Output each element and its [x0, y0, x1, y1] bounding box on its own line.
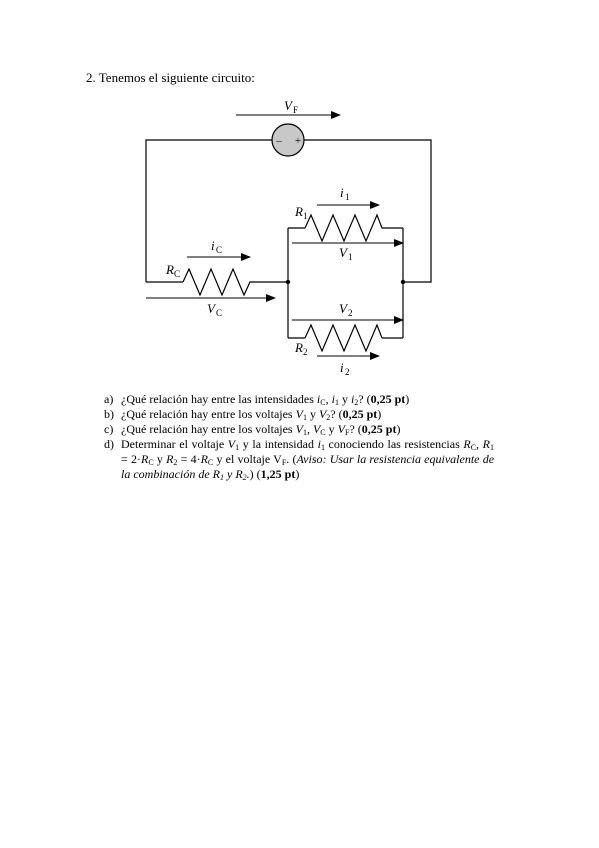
voltage-source — [271, 123, 305, 157]
vc-label: V — [207, 301, 217, 316]
resistor-rc — [182, 267, 253, 297]
v1-label-sub: 1 — [348, 252, 353, 262]
r2-label-sub: 2 — [303, 347, 308, 357]
ic-label-sub: C — [216, 245, 222, 255]
source-plus-sign: + — [295, 135, 301, 147]
source-minus-sign: – — [275, 135, 282, 147]
circuit-diagram: – + V F R 1 i 1 V 1 R C i C V C V 2 R 2 … — [145, 98, 432, 377]
question-a-letter: a) — [104, 392, 114, 406]
question-a-points: 0,25 pt — [370, 392, 406, 406]
question-b-letter: b) — [104, 407, 114, 421]
exercise-heading: 2. Tenemos el siguiente circuito: — [86, 70, 255, 85]
r1-label-sub: 1 — [303, 211, 308, 221]
rc-label: R — [165, 262, 174, 277]
wire-outer-left — [145, 139, 272, 282]
r2-label: R — [294, 340, 303, 355]
question-c: c) ¿Qué relación hay entre los voltajes … — [104, 422, 494, 437]
question-c-points: 0,25 pt — [361, 422, 397, 436]
question-c-text: ¿Qué relación hay entre los voltajes V1,… — [121, 422, 401, 437]
question-b-points: 0,25 pt — [342, 407, 378, 421]
question-d-text: Determinar el voltaje V1 y la intensidad… — [121, 437, 495, 482]
vf-label-sub: F — [293, 105, 298, 115]
question-d-letter: d) — [104, 437, 114, 451]
i2-label-sub: 2 — [345, 367, 350, 377]
question-b: b) ¿Qué relación hay entre los voltajes … — [104, 407, 494, 422]
i2-label: i — [340, 360, 344, 375]
v2-label: V — [339, 301, 349, 316]
vc-label-sub: C — [216, 308, 222, 318]
i1-label: i — [340, 185, 344, 200]
question-d-aviso: Aviso: Usar la resistencia equivalente d… — [121, 452, 495, 482]
question-b-text: ¿Qué relación hay entre los voltajes V1 … — [121, 407, 382, 422]
ic-label: i — [211, 238, 215, 253]
r1-label: R — [294, 204, 303, 219]
rc-label-sub: C — [174, 269, 180, 279]
wire-outer-right — [304, 139, 432, 283]
question-d: d) Determinar el voltaje V1 y la intensi… — [104, 437, 494, 482]
vf-label: V — [284, 98, 294, 113]
resistor-r1 — [304, 213, 383, 243]
question-a-text: ¿Qué relación hay entre las intensidades… — [121, 392, 410, 407]
question-c-letter: c) — [104, 422, 114, 436]
question-d-points: 1,25 pt — [260, 467, 296, 481]
i1-label-sub: 1 — [345, 192, 350, 202]
resistor-r2 — [304, 323, 383, 353]
question-list: a) ¿Qué relación hay entre las intensida… — [104, 392, 494, 482]
junction-right — [400, 279, 406, 285]
v2-label-sub: 2 — [348, 308, 353, 318]
question-a: a) ¿Qué relación hay entre las intensida… — [104, 392, 494, 407]
v1-label: V — [339, 245, 349, 260]
junction-left — [285, 279, 291, 285]
